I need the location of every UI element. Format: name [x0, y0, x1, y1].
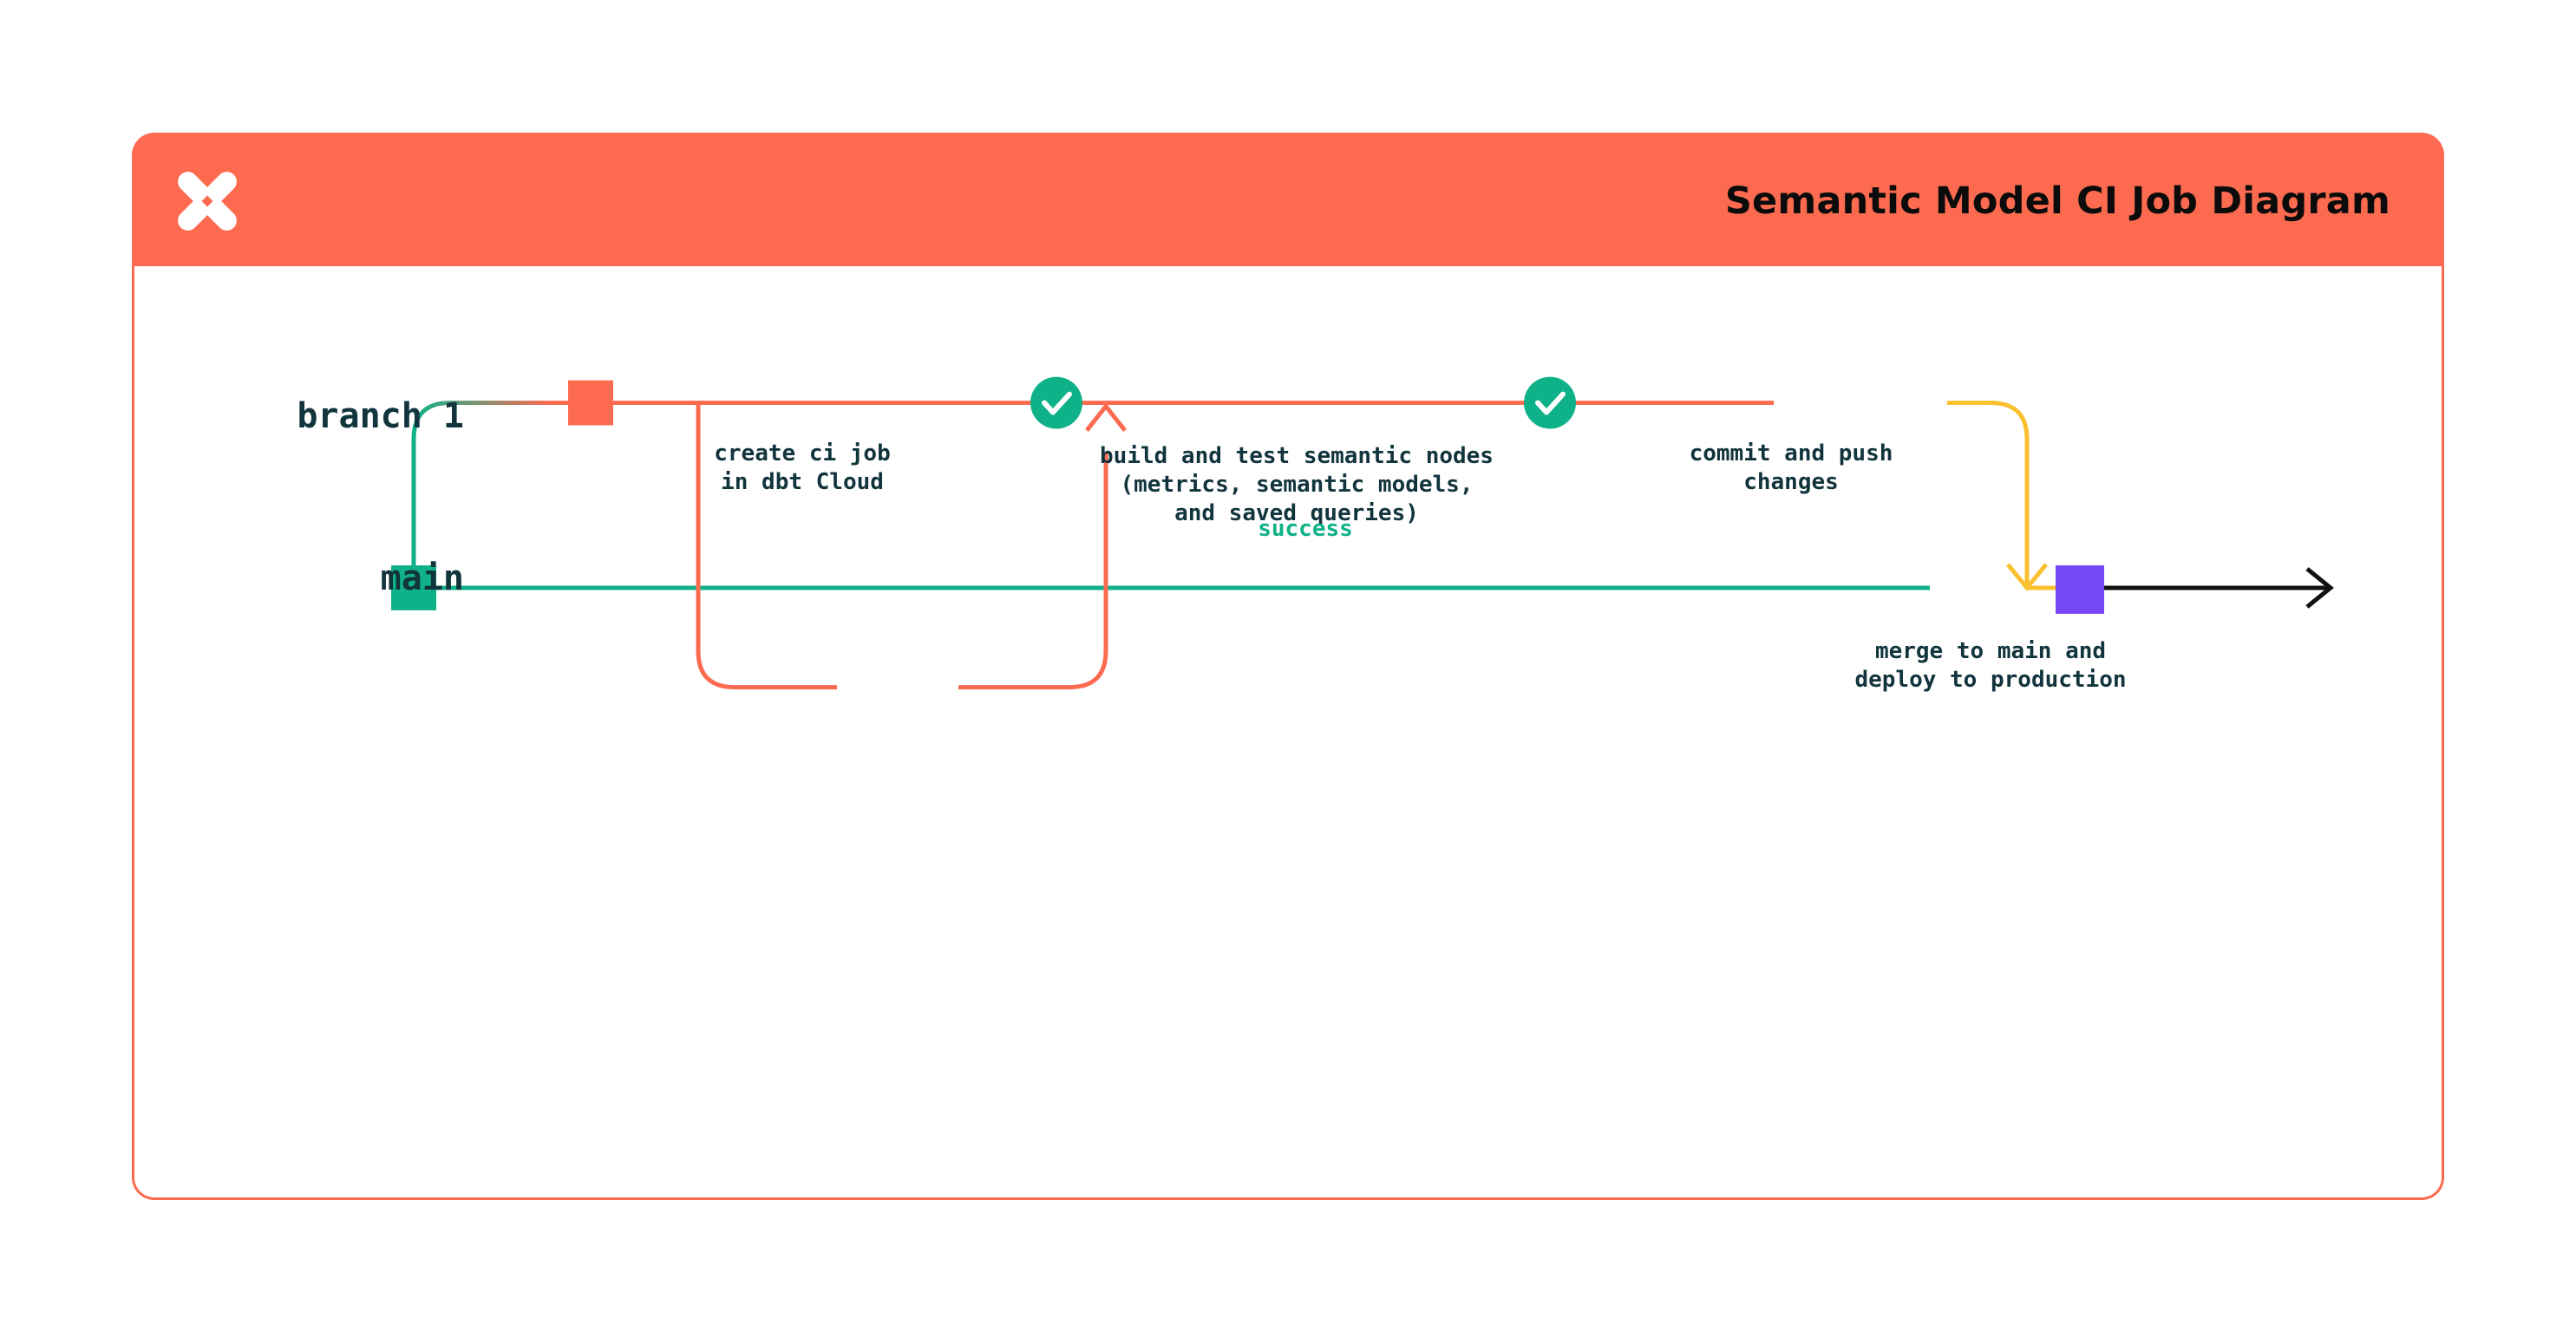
main-continue-arrowhead: [2305, 567, 2334, 609]
success-loop-left: [696, 404, 837, 690]
page-title: Semantic Model CI Job Diagram: [1724, 179, 2390, 223]
dbt-logo-icon: [170, 164, 245, 238]
node-marker-merge-to-main[interactable]: [2056, 565, 2104, 614]
node-marker-commit-and-push[interactable]: [1524, 376, 1576, 429]
card-header: Semantic Model CI Job Diagram: [132, 133, 2444, 270]
git-graph-svg: [391, 376, 2334, 690]
branch-diverge-line: [411, 401, 551, 588]
node-marker-build-and-test[interactable]: [1030, 376, 1082, 429]
success-loop-right: [958, 452, 1108, 690]
success-loop-arrowhead: [1085, 402, 1127, 433]
merge-edge-line: [1947, 401, 2030, 571]
node-marker-create-ci-job[interactable]: [568, 380, 613, 426]
diagram-card: Semantic Model CI Job Diagram: [132, 133, 2444, 1200]
node-marker-main-start[interactable]: [391, 565, 436, 610]
card-body: branch 1 main create ci job in dbt Cloud…: [132, 266, 2444, 1200]
